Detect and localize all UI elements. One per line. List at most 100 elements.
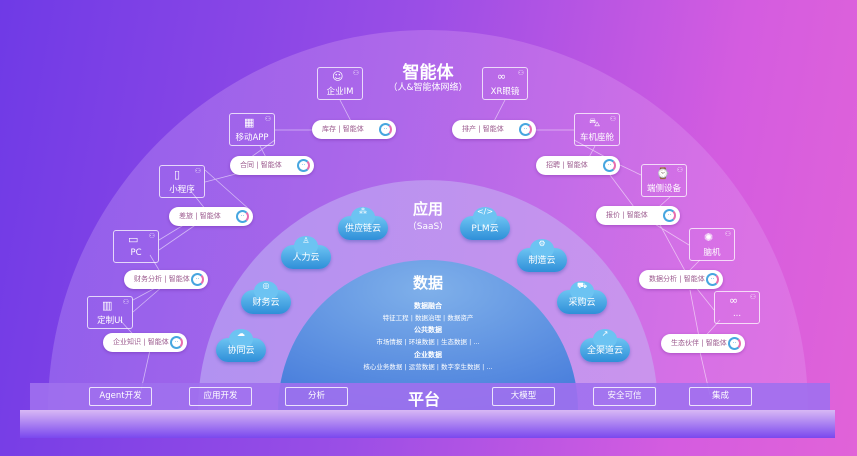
person-icon: ♙: [302, 236, 310, 245]
device-box[interactable]: ∞ ⚇...: [714, 291, 760, 324]
app-cloud[interactable]: </> PLM云: [460, 207, 510, 240]
agent-bot-icon: ··: [728, 337, 741, 350]
agent-bot-icon: ··: [170, 336, 183, 349]
car-icon: ⛍: [589, 116, 601, 129]
data-group-heading: 公共数据: [414, 326, 442, 334]
agents-title: 智能体: [402, 63, 454, 83]
apps-title: 应用: [412, 200, 444, 218]
device-label: PC: [130, 248, 142, 258]
cloud-label: 供应链云: [344, 224, 381, 234]
device-label: 小程序: [169, 185, 195, 195]
agent-pill[interactable]: 招聘 | 智能体··: [536, 156, 620, 175]
device-box[interactable]: ▦⚇移动APP: [229, 113, 275, 146]
agent-bot-icon: ··: [663, 209, 676, 222]
cloud-label: 人力云: [292, 253, 320, 263]
gear-icon: ⚙: [538, 239, 546, 248]
agent-bot-icon: ··: [236, 210, 249, 223]
device-box[interactable]: ▯ ⚇ 小程序: [159, 165, 205, 198]
agent-pill[interactable]: 差旅 | 智能体 ··: [169, 207, 253, 226]
agent-pill-label: 招聘 | 智能体: [546, 161, 588, 169]
platform-title: 平台: [407, 390, 441, 409]
data-group-heading: 数据融合: [414, 302, 442, 310]
data-group-heading: 企业数据: [414, 351, 442, 359]
device-label: XR眼镜: [490, 87, 520, 97]
agent-pill-label: 合同 | 智能体: [240, 161, 282, 169]
agent-bot-icon: ··: [706, 273, 719, 286]
app-cloud[interactable]: ♙ 人力云: [281, 236, 331, 269]
agent-pill[interactable]: 库存 | 智能体··: [312, 120, 396, 139]
agent-pill[interactable]: 企业知识 | 智能体··: [103, 333, 187, 352]
user-group-icon: ⚇: [724, 230, 731, 238]
agent-pill-label: 企业知识 | 智能体: [113, 338, 169, 346]
cloud-label: PLM云: [471, 224, 499, 234]
agent-pill[interactable]: 生态伙伴 | 智能体··: [661, 334, 745, 353]
app-cloud[interactable]: ⚙ 制造云: [517, 239, 567, 272]
device-label: 车机座舱: [579, 133, 614, 143]
agent-pill-label: 排产 | 智能体: [462, 125, 504, 133]
agent-pill-label: 数据分析 | 智能体: [649, 275, 705, 283]
monitor-icon: ▭: [128, 233, 139, 246]
app-cloud[interactable]: ◎财务云: [241, 281, 291, 314]
agent-pill[interactable]: 数据分析 | 智能体··: [639, 270, 723, 289]
user-group-icon: ⚇: [676, 166, 683, 174]
chart-icon: ▥: [102, 299, 113, 312]
agent-pill[interactable]: 报价 | 智能体 ··: [596, 206, 680, 225]
infinity-icon: ∞: [729, 294, 739, 307]
cloud-label: 全渠道云: [586, 346, 623, 356]
platform-button[interactable]: 应用开发: [189, 387, 252, 406]
platform-button[interactable]: 安全可信: [593, 387, 656, 406]
user-group-icon: ⚇: [609, 115, 616, 123]
cloud-label: 采购云: [568, 298, 596, 308]
device-label: 移动APP: [235, 133, 269, 143]
device-box[interactable]: ▥⚇定制UI: [87, 296, 133, 329]
app-cloud[interactable]: ⛟采购云: [557, 281, 607, 314]
agents-subtitle: （人&智能体网络）: [388, 83, 468, 93]
glasses-icon: ∞: [497, 70, 507, 83]
agent-bot-icon: ··: [297, 159, 310, 172]
agent-pill-label: 库存 | 智能体: [322, 125, 364, 133]
device-box[interactable]: ✺⚇脑机: [689, 228, 735, 261]
user-group-icon: ⚇: [122, 298, 129, 306]
user-group-icon: ⚇: [148, 232, 155, 240]
app-cloud[interactable]: ⁂ 供应链云: [338, 207, 388, 240]
agent-pill[interactable]: 合同 | 智能体 ··: [230, 156, 314, 175]
phone-icon: ▯: [174, 168, 181, 181]
data-arc: [278, 260, 578, 410]
agent-bot-icon: ··: [191, 273, 204, 286]
agent-pill[interactable]: 排产 | 智能体 ··: [452, 120, 536, 139]
user-group-icon: ⚇: [749, 293, 756, 301]
data-group-items: 特征工程 | 数据治理 | 数据资产: [382, 314, 474, 322]
cloud-label: 财务云: [252, 298, 280, 308]
user-group-icon: ⚇: [264, 115, 271, 123]
network-icon: ⁂: [359, 207, 367, 216]
apps-subtitle: （SaaS）: [407, 222, 449, 232]
agent-pill-label: 生态伙伴 | 智能体: [671, 339, 727, 347]
device-box[interactable]: ▭ ⚇ PC: [113, 230, 159, 263]
device-box[interactable]: ⌚⚇端侧设备: [641, 164, 687, 197]
user-group-icon: ⚇: [352, 69, 359, 77]
app-cloud[interactable]: ☁协同云: [216, 329, 266, 362]
device-label: ...: [732, 309, 742, 319]
device-label: 企业IM: [326, 87, 354, 97]
platform-button[interactable]: 集成: [689, 387, 752, 406]
platform-button[interactable]: Agent开发: [89, 387, 152, 406]
agent-pill-label: 财务分析 | 智能体: [134, 275, 190, 283]
cloud-icon: ☁: [237, 329, 245, 338]
platform-button[interactable]: 分析: [285, 387, 348, 406]
app-cloud[interactable]: ↗ 全渠道云: [580, 329, 630, 362]
user-group-icon: ⚇: [194, 167, 201, 175]
agent-pill-label: 差旅 | 智能体: [179, 212, 221, 220]
platform-button[interactable]: 大模型: [492, 387, 555, 406]
data-group-items: 核心业务数据 | 运营数据 | 数字孪生数据 | ...: [363, 363, 493, 371]
agent-bot-icon: ··: [519, 123, 532, 136]
device-box[interactable]: ⛍ ⚇ 车机座舱: [574, 113, 620, 146]
cloud-label: 制造云: [528, 256, 556, 266]
trend-icon: ↗: [601, 329, 609, 338]
device-box[interactable]: ☺ ⚇ 企业IM: [317, 67, 363, 100]
agent-pill-label: 报价 | 智能体: [606, 211, 648, 219]
device-box[interactable]: ∞⚇XR眼镜: [482, 67, 528, 100]
agent-pill[interactable]: 财务分析 | 智能体··: [124, 270, 208, 289]
device-label: 脑机: [703, 248, 721, 258]
code-icon: </>: [476, 207, 494, 216]
chat-icon: ☺: [332, 70, 344, 83]
